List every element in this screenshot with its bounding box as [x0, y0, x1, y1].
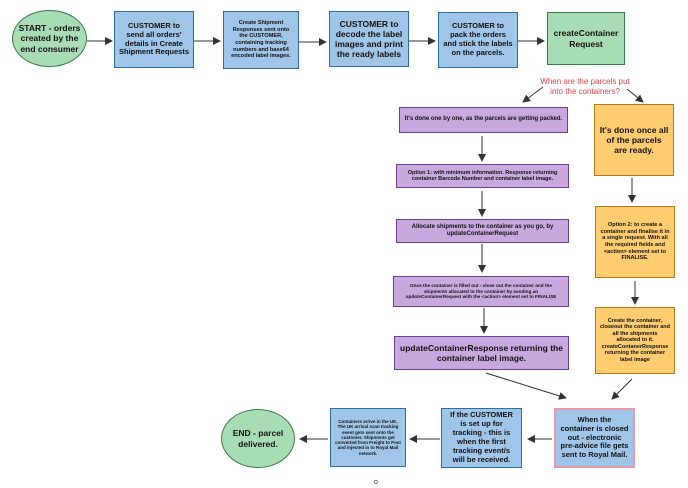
arrow-updateresponse-to-closed: [485, 372, 567, 400]
node-end: END - parcel delivered.: [221, 409, 295, 468]
node-allocate-text: Allocate shipments to the container as y…: [411, 223, 554, 237]
node-update-response-text: updateContainerResponse returning the co…: [400, 342, 563, 363]
node-pack-orders: CUSTOMER to pack the orders and stick th…: [438, 12, 518, 68]
node-create-closeout-text: Create the container, closeout the conta…: [600, 317, 670, 363]
node-uk-arrival-text: Containers arrive in the UK. The UK arri…: [335, 418, 401, 456]
node-option2-text: Option 2: to create a container and fina…: [600, 222, 670, 262]
node-one-by-one-text: It's done one by one, as the parcels are…: [404, 116, 563, 123]
node-tracking-text: If the CUSTOMER is set up for tracking -…: [450, 410, 513, 464]
node-filled-out-text: Once the container is filled out - close…: [405, 283, 557, 300]
node-uk-arrival: Containers arrive in the UK. The UK arri…: [330, 408, 406, 467]
node-create-container-text: createContainer Request: [553, 28, 619, 49]
node-option1: Option 1: with minimum information. Resp…: [396, 164, 569, 188]
node-shipment-responses-text: Create Shipment Responses sent onto the …: [231, 20, 291, 60]
node-decode-labels-text: CUSTOMER to decode the label images and …: [334, 18, 403, 60]
arrow-closeout-to-closed: [611, 378, 633, 400]
node-done-once-text: It's done once all of the parcels are re…: [599, 124, 669, 155]
question-label-text: When are the parcels put into the contai…: [540, 77, 630, 96]
arrow-question-to-onebyone: [522, 86, 544, 103]
question-label: When are the parcels put into the contai…: [540, 77, 630, 96]
node-decode-labels: CUSTOMER to decode the label images and …: [329, 11, 409, 67]
node-filled-out: Once the container is filled out - close…: [393, 276, 569, 307]
node-option2: Option 2: to create a container and fina…: [595, 206, 675, 278]
node-start: START - orders created by the end consum…: [12, 10, 87, 67]
node-send-details: CUSTOMER to send all orders' details in …: [114, 11, 194, 68]
node-create-container: createContainer Request: [547, 12, 625, 65]
node-update-response: updateContainerResponse returning the co…: [394, 336, 569, 370]
node-create-closeout: Create the container, closeout the conta…: [595, 307, 675, 374]
stray-mark-text: o: [374, 479, 378, 486]
node-done-once: It's done once all of the parcels are re…: [594, 104, 674, 176]
node-one-by-one: It's done one by one, as the parcels are…: [399, 107, 568, 133]
node-shipment-responses: Create Shipment Responses sent onto the …: [223, 11, 299, 69]
node-allocate: Allocate shipments to the container as y…: [396, 219, 569, 243]
node-container-closed: When the container is closed out - elect…: [554, 408, 635, 468]
node-start-text: START - orders created by the end consum…: [18, 23, 81, 54]
node-tracking: If the CUSTOMER is set up for tracking -…: [441, 408, 522, 468]
node-send-details-text: CUSTOMER to send all orders' details in …: [119, 20, 190, 57]
node-container-closed-text: When the container is closed out - elect…: [560, 414, 629, 460]
node-end-text: END - parcel delivered.: [232, 428, 284, 449]
stray-mark: o: [374, 479, 378, 486]
node-option1-text: Option 1: with minimum information. Resp…: [407, 169, 558, 182]
node-pack-orders-text: CUSTOMER to pack the orders and stick th…: [443, 21, 513, 57]
arrow-question-to-doneonce: [626, 88, 644, 103]
